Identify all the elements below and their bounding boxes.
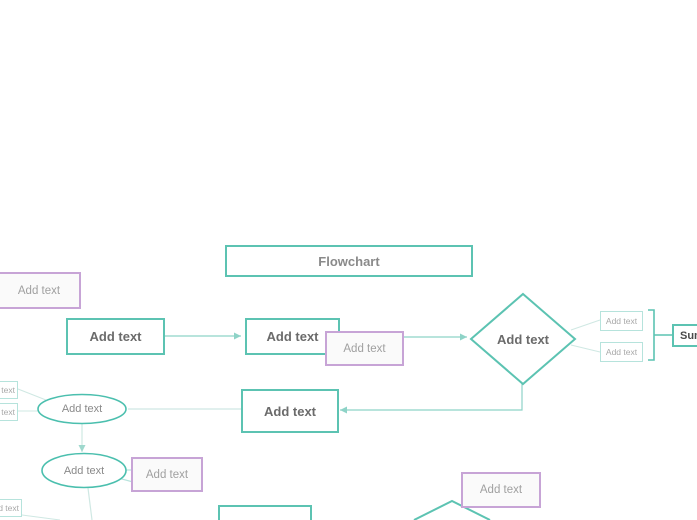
node-ellipse-1-label-wrap: Add text xyxy=(36,393,128,425)
flowchart-title-node[interactable]: Flowchart xyxy=(225,245,473,277)
node-decision-label-wrap: Add text xyxy=(468,291,578,387)
node-merge[interactable]: Add text xyxy=(241,389,339,433)
node-decision-label: Add text xyxy=(497,331,549,347)
node-purple-overlap-label: Add text xyxy=(343,342,386,355)
node-process-2[interactable]: Add text xyxy=(245,318,340,355)
node-leaf-left-b[interactable]: Add text xyxy=(0,403,18,421)
node-summary[interactable]: Summary xyxy=(672,324,697,347)
node-ellipse-1-shape[interactable] xyxy=(36,393,128,425)
node-process-2-label: Add text xyxy=(266,329,319,344)
node-purple-left-top-label: Add text xyxy=(17,284,61,297)
node-branch-yes[interactable]: Add text xyxy=(600,311,643,331)
node-purple-ellipse-side[interactable]: Add text xyxy=(131,457,203,492)
node-branch-no[interactable]: Add text xyxy=(600,342,643,362)
node-purple-bottom-right-label: Add text xyxy=(479,484,523,496)
node-leaf-left-c[interactable]: Add text xyxy=(0,499,22,517)
node-decision-shape[interactable] xyxy=(468,291,578,387)
node-branch-yes-label: Add text xyxy=(605,316,638,326)
node-summary-label: Summary xyxy=(680,329,697,342)
node-purple-bottom-right[interactable]: Add text xyxy=(461,472,541,508)
node-start[interactable]: Add text xyxy=(66,318,165,355)
node-leaf-left-a[interactable]: Add text xyxy=(0,381,18,399)
node-leaf-left-b-label: Add text xyxy=(0,407,15,417)
node-purple-ellipse-side-label: Add text xyxy=(145,468,189,481)
node-ellipse-2-label-wrap: Add text xyxy=(40,452,128,489)
node-leaf-left-a-label: Add text xyxy=(0,385,15,395)
node-purple-left-top[interactable]: Add text xyxy=(0,272,81,309)
node-ellipse-2-label: Add text xyxy=(63,464,105,477)
node-purple-overlap[interactable]: Add text xyxy=(325,331,404,366)
node-merge-label: Add text xyxy=(264,403,316,419)
flowchart-title-label: Flowchart xyxy=(318,253,380,269)
node-branch-no-label: Add text xyxy=(605,347,638,357)
node-start-label: Add text xyxy=(89,329,142,344)
node-ellipse-2-shape[interactable] xyxy=(40,452,128,489)
node-leaf-left-c-label: Add text xyxy=(0,503,19,513)
node-ellipse-1-label: Add text xyxy=(61,403,103,415)
